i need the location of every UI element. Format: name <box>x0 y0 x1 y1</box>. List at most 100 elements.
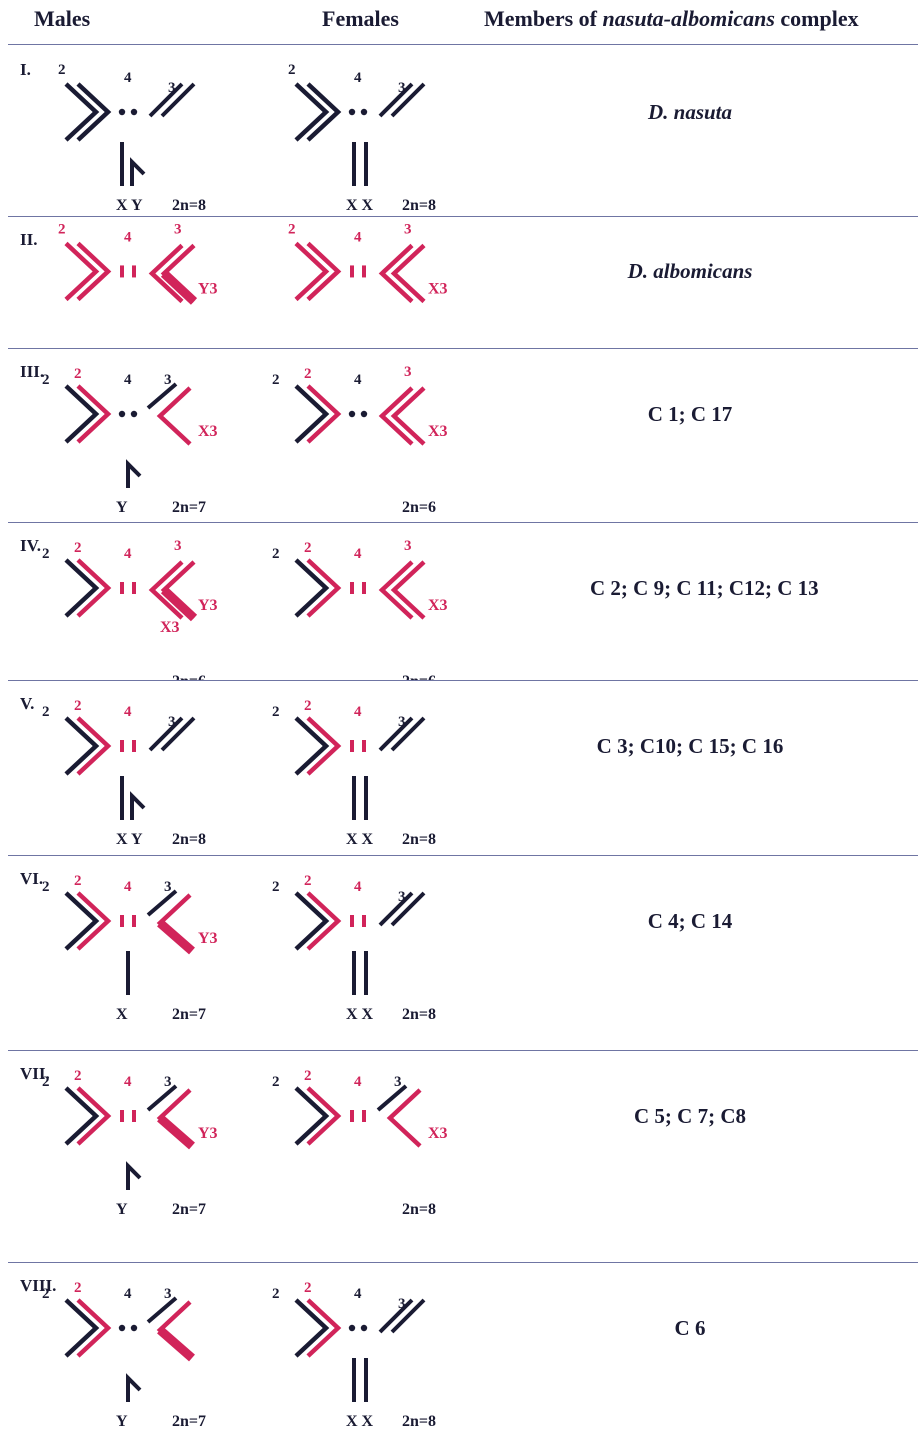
male-label-4: 4 <box>124 546 132 562</box>
male-y-chromosome <box>128 1166 140 1190</box>
row-karyotype-drawing: 2243Y2n=72243X X2n=8 <box>0 1262 560 1452</box>
female-label-3: 3 <box>398 1296 406 1312</box>
male-chromosome-4-a <box>119 411 125 417</box>
female-label-3: 3 <box>404 221 412 237</box>
male-chromosome-2-a <box>66 1300 96 1356</box>
male-label-2-albomicans: 2 <box>74 540 82 556</box>
female-two-n: 2n=8 <box>402 197 436 214</box>
row-karyotype-drawing: 243Y32n=6243X32n=6 <box>0 216 560 348</box>
female-chromosome-4-b <box>361 411 367 417</box>
female-label-2: 2 <box>288 62 296 78</box>
members-cell: C 6 <box>590 1316 790 1341</box>
members-cell: D. albomicans <box>590 259 790 284</box>
female-chromosome-4-b <box>361 1325 367 1331</box>
male-two-n: 2n=8 <box>172 831 206 848</box>
male-y-chromosome <box>132 162 144 186</box>
header-members: Members of nasuta-albomicans complex <box>484 6 859 32</box>
male-sex-label: X <box>116 1006 128 1023</box>
header-females: Females <box>322 6 399 32</box>
members-cell: C 2; C 9; C 11; C12; C 13 <box>590 576 790 601</box>
female-chromosome-2-a <box>296 560 326 616</box>
female-label-3: 3 <box>404 538 412 554</box>
male-two-n: 2n=7 <box>172 1006 206 1023</box>
female-label-4: 4 <box>354 1074 362 1090</box>
male-label-3: 3 <box>164 879 172 895</box>
male-label-3: 3 <box>168 714 176 730</box>
male-label-4: 4 <box>124 879 132 895</box>
row-karyotype-drawing: 2243X3Y2n=72243X32n=6 <box>0 348 560 522</box>
male-label-2-albomicans: 2 <box>74 698 82 714</box>
male-label-2-nasuta: 2 <box>42 1286 50 1302</box>
members-cell: C 4; C 14 <box>590 909 790 934</box>
female-chromosome-2-a <box>296 84 326 140</box>
male-chromosome-2-a <box>66 893 96 949</box>
female-chromosome-2-a <box>296 1088 326 1144</box>
female-sex-label: X X <box>346 1006 374 1023</box>
male-label-4: 4 <box>124 70 132 86</box>
header-rule <box>8 44 918 45</box>
male-two-n: 2n=7 <box>172 1201 206 1218</box>
female-sex-label: X X <box>346 197 374 214</box>
male-y-chromosome <box>128 1378 140 1402</box>
male-label-4: 4 <box>124 229 132 245</box>
male-tag2: X3 <box>160 619 180 636</box>
female-chromosome-3-b <box>394 562 424 618</box>
female-chromosome-4-a <box>349 1325 355 1331</box>
male-chromosome-2-a <box>66 243 96 299</box>
male-chromosome-4-a <box>119 1325 125 1331</box>
male-chromosome-4-b <box>131 109 137 115</box>
male-label-2-nasuta: 2 <box>42 546 50 562</box>
female-chromosome-2-a <box>296 1300 326 1356</box>
female-chromosome-2-a <box>296 718 326 774</box>
male-chromosome-2-a <box>66 1088 96 1144</box>
female-tag: X3 <box>428 423 448 440</box>
members-cell: C 3; C10; C 15; C 16 <box>590 734 790 759</box>
male-label-3: 3 <box>174 538 182 554</box>
female-chromosome-2-a <box>296 386 326 442</box>
female-label-2-albomicans: 2 <box>304 1280 312 1296</box>
male-label-4: 4 <box>124 372 132 388</box>
male-sex-label: X Y <box>116 197 143 214</box>
male-two-n: 2n=7 <box>172 499 206 516</box>
female-label-2-albomicans: 2 <box>304 873 312 889</box>
row-karyotype-drawing: 2243Y3X2n=72243X X2n=8 <box>0 855 560 1050</box>
female-label-2-nasuta: 2 <box>272 879 280 895</box>
male-sex-label: Y <box>116 1201 128 1218</box>
female-label-4: 4 <box>354 229 362 245</box>
male-label-2: 2 <box>58 62 66 78</box>
female-label-2-nasuta: 2 <box>272 546 280 562</box>
female-two-n: 2n=8 <box>402 1413 436 1430</box>
female-tag: X3 <box>428 1125 448 1142</box>
male-label-2-albomicans: 2 <box>74 1280 82 1296</box>
male-tag: Y3 <box>198 280 218 297</box>
female-label-2-albomicans: 2 <box>304 1068 312 1084</box>
male-y-chromosome <box>128 464 140 488</box>
female-label-2: 2 <box>288 221 296 237</box>
male-label-2: 2 <box>58 221 66 237</box>
header-males: Males <box>34 6 90 32</box>
female-label-2-albomicans: 2 <box>304 698 312 714</box>
male-two-n: 2n=7 <box>172 1413 206 1430</box>
female-chromosome-3-b <box>394 388 424 444</box>
female-tag: X3 <box>428 597 448 614</box>
male-label-2-nasuta: 2 <box>42 879 50 895</box>
female-label-3: 3 <box>394 1074 402 1090</box>
male-label-4: 4 <box>124 704 132 720</box>
female-sex-label: X X <box>346 831 374 848</box>
male-two-n: 2n=8 <box>172 197 206 214</box>
male-neo-y-thick <box>160 1330 192 1358</box>
female-label-4: 4 <box>354 704 362 720</box>
female-chromosome-4-a <box>349 109 355 115</box>
female-label-3: 3 <box>398 714 406 730</box>
male-label-2-albomicans: 2 <box>74 1068 82 1084</box>
female-label-3: 3 <box>398 889 406 905</box>
female-two-n: 2n=8 <box>402 1006 436 1023</box>
members-cell: D. nasuta <box>590 100 790 125</box>
male-label-3: 3 <box>164 372 172 388</box>
male-chromosome-2-a <box>66 718 96 774</box>
female-two-n: 2n=8 <box>402 1201 436 1218</box>
male-label-3: 3 <box>168 80 176 96</box>
